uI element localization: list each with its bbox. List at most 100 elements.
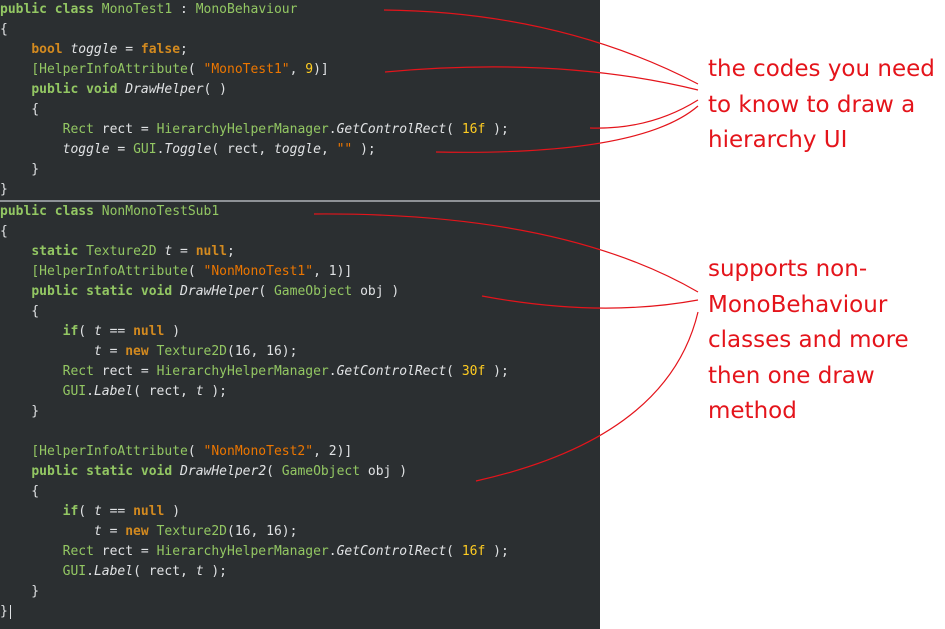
code-token: .: [86, 564, 94, 579]
code-line[interactable]: [HelperInfoAttribute( "NonMonoTest1", 1)…: [0, 262, 352, 282]
annotation-line: supports non-: [708, 256, 868, 282]
code-token: (: [266, 464, 282, 479]
annotation-line: the codes you need: [708, 56, 935, 82]
code-token: DrawHelper: [125, 82, 204, 97]
code-token: Rect: [62, 122, 94, 137]
code-token: );: [485, 364, 509, 379]
code-line[interactable]: public void DrawHelper( ): [0, 80, 227, 100]
code-line[interactable]: Rect rect = HierarchyHelperManager.GetCo…: [0, 362, 509, 382]
code-line[interactable]: public static void DrawHelper2( GameObje…: [0, 462, 407, 482]
code-line[interactable]: GUI.Label( rect, t );: [0, 382, 227, 402]
code-token: [HelperInfoAttribute: [31, 264, 188, 279]
code-line[interactable]: {: [0, 20, 8, 40]
code-token: =: [101, 524, 126, 539]
code-token: .: [328, 544, 337, 559]
code-token: (: [446, 122, 462, 137]
code-token: NonMonoTestSub1: [101, 204, 220, 219]
code-editor-bottom[interactable]: public class NonMonoTestSub1 { static Tex…: [0, 202, 600, 629]
code-line[interactable]: Rect rect = HierarchyHelperManager.GetCo…: [0, 542, 509, 562]
code-line[interactable]: }: [0, 582, 39, 602]
code-line[interactable]: }: [0, 160, 39, 180]
code-token: (: [258, 284, 274, 299]
code-token: (16, 16);: [227, 344, 298, 359]
code-token: GUI: [133, 142, 157, 157]
code-line[interactable]: GUI.Label( rect, t );: [0, 562, 227, 582]
code-token: t: [195, 564, 204, 579]
code-line[interactable]: {: [0, 100, 39, 120]
code-token: ( rect,: [133, 384, 196, 399]
code-line[interactable]: }: [0, 180, 8, 200]
code-token: GetControlRect: [336, 544, 447, 559]
annotation-line: method: [708, 398, 797, 424]
code-token: 9: [305, 62, 314, 77]
code-token: null: [195, 244, 228, 259]
code-line[interactable]: public class MonoTest1 : MonoBehaviour: [0, 0, 297, 20]
code-line[interactable]: public class NonMonoTestSub1: [0, 202, 219, 222]
code-token: GetControlRect: [336, 364, 447, 379]
annotation-line: to know to draw a: [708, 91, 916, 118]
code-token: if: [62, 504, 79, 519]
code-line[interactable]: bool toggle = false;: [0, 40, 188, 60]
code-token: , 1)]: [313, 264, 353, 279]
code-token: "": [336, 142, 353, 157]
code-token: :: [172, 2, 196, 17]
code-token: DrawHelper2: [180, 464, 267, 479]
code-token: }: [0, 182, 8, 197]
code-token: "NonMonoTest2": [203, 444, 314, 459]
code-token: GetControlRect: [336, 122, 447, 137]
code-token: GUI: [62, 384, 87, 399]
code-token: public: [31, 82, 79, 97]
code-token: public: [0, 2, 47, 17]
code-token: ,: [320, 142, 337, 157]
code-line[interactable]: static Texture2D t = null;: [0, 242, 235, 262]
annotation-line: classes and more: [708, 327, 909, 353]
code-line[interactable]: Rect rect = HierarchyHelperManager.GetCo…: [0, 120, 509, 140]
code-token: MonoTest1: [101, 2, 173, 17]
code-token: Label: [93, 384, 134, 399]
code-line[interactable]: if( t == null ): [0, 502, 180, 522]
code-line[interactable]: }: [0, 602, 11, 622]
code-token: 30f: [461, 364, 486, 379]
code-line[interactable]: {: [0, 302, 39, 322]
code-line[interactable]: [HelperInfoAttribute( "NonMonoTest2", 2)…: [0, 442, 352, 462]
code-token: t: [93, 504, 102, 519]
code-token: {: [0, 224, 8, 239]
code-line[interactable]: toggle = GUI.Toggle( rect, toggle, "" );: [0, 140, 376, 160]
code-token: ( rect,: [211, 142, 274, 157]
code-token: t: [164, 244, 173, 259]
code-token: [HelperInfoAttribute: [31, 62, 188, 77]
text-cursor: [9, 604, 11, 619]
code-token: {: [0, 304, 40, 319]
code-token: }: [0, 162, 40, 177]
code-token: ): [164, 504, 181, 519]
code-token: class: [54, 2, 94, 17]
code-line[interactable]: [HelperInfoAttribute( "MonoTest1", 9)]: [0, 60, 328, 80]
code-token: {: [0, 22, 8, 37]
code-line[interactable]: t = new Texture2D(16, 16);: [0, 522, 298, 542]
code-token: public: [31, 284, 79, 299]
code-line[interactable]: if( t == null ): [0, 322, 180, 342]
code-token: HierarchyHelperManager: [156, 364, 329, 379]
code-token: =: [109, 142, 134, 157]
code-line[interactable]: {: [0, 222, 8, 242]
code-token: public: [31, 464, 79, 479]
code-token: DrawHelper: [180, 284, 259, 299]
code-token: rect =: [93, 122, 157, 137]
annotation-line: then one draw: [708, 362, 875, 389]
code-token: false: [140, 42, 181, 57]
arrow-line: [475, 311, 699, 482]
code-token: void: [140, 284, 173, 299]
code-token: rect =: [93, 544, 157, 559]
code-token: if: [62, 324, 79, 339]
code-token: );: [485, 544, 509, 559]
code-token: ( ): [203, 82, 228, 97]
code-line[interactable]: }: [0, 402, 39, 422]
code-line[interactable]: public static void DrawHelper( GameObjec…: [0, 282, 399, 302]
code-line[interactable]: t = new Texture2D(16, 16);: [0, 342, 298, 362]
code-line[interactable]: {: [0, 482, 39, 502]
code-token: HierarchyHelperManager: [156, 544, 329, 559]
code-token: static: [86, 284, 134, 299]
code-token: rect =: [93, 364, 157, 379]
code-editor-top[interactable]: public class MonoTest1 : MonoBehaviour{ …: [0, 0, 600, 200]
